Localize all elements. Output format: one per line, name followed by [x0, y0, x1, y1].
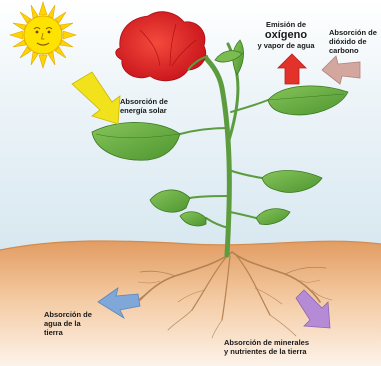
water-label-line2: agua de la: [44, 319, 104, 328]
oxygen-label: Emisión de oxígeno y vapor de agua: [246, 20, 326, 50]
oxygen-label-line1: Emisión de: [246, 20, 326, 29]
light-label: Absorción de energía solar: [120, 97, 200, 115]
water-label-line3: tierra: [44, 328, 104, 337]
light-label-line1: Absorción de: [120, 97, 200, 106]
co2-label-line1: Absorción de: [329, 28, 381, 37]
water-label: Absorción de agua de la tierra: [44, 310, 104, 337]
minerals-label-line1: Absorción de minerales: [224, 338, 354, 347]
co2-label-line2: dióxido de: [329, 37, 381, 46]
oxygen-label-line2: oxígeno: [246, 29, 326, 41]
minerals-label: Absorción de minerales y nutrientes de l…: [224, 338, 354, 356]
oxygen-label-line3: y vapor de agua: [246, 41, 326, 50]
co2-label-line3: carbono: [329, 46, 381, 55]
light-label-line2: energía solar: [120, 106, 200, 115]
minerals-label-line2: y nutrientes de la tierra: [224, 347, 354, 356]
co2-label: Absorción de dióxido de carbono: [329, 28, 381, 55]
water-label-line1: Absorción de: [44, 310, 104, 319]
